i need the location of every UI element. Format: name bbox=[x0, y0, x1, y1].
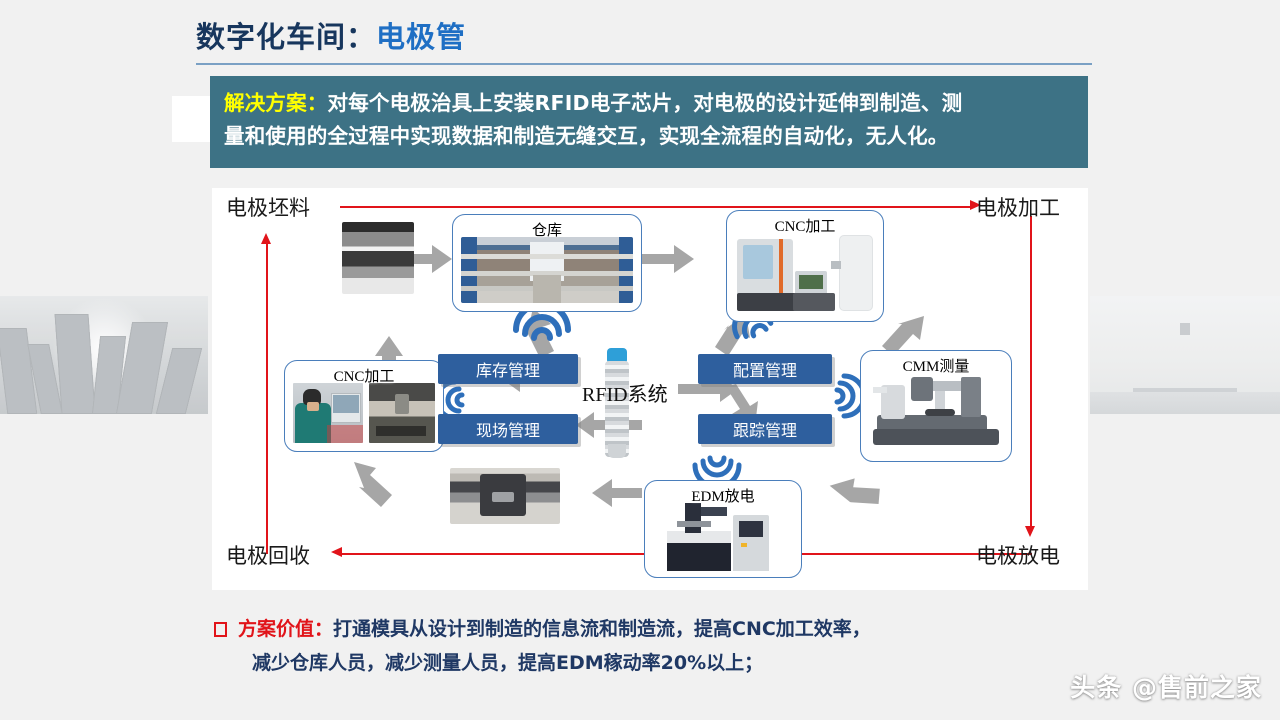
flow-arrow-bottom-left bbox=[331, 547, 342, 557]
card-cnc-machining-left[interactable]: CNC加工 bbox=[284, 360, 444, 452]
flow-arrow-top-right bbox=[970, 200, 981, 210]
card-warehouse-caption: 仓库 bbox=[531, 221, 562, 239]
photo-cnc-operator bbox=[293, 383, 363, 443]
photo-cnc-machine bbox=[735, 231, 875, 313]
solution-banner: 解决方案：对每个电极治具上安装RFID电子芯片，对电极的设计延伸到制造、测量和使… bbox=[210, 76, 1088, 168]
module-inventory-management[interactable]: 库存管理 bbox=[438, 354, 578, 384]
card-edm-discharge[interactable]: EDM放电 bbox=[644, 480, 802, 578]
card-cmm-measurement[interactable]: CMM测量 bbox=[860, 350, 1012, 462]
module-tracking-management[interactable]: 跟踪管理 bbox=[698, 414, 832, 444]
bullet-square-icon bbox=[214, 622, 227, 637]
photo-cnc-spindle bbox=[369, 383, 435, 443]
value-line-1: 方案价值：打通模具从设计到制造的信息流和制造流，提高CNC加工效率， bbox=[214, 612, 1114, 646]
module-site-management[interactable]: 现场管理 bbox=[438, 414, 578, 444]
value-head: 方案价值： bbox=[238, 618, 334, 640]
card-edm-caption: EDM放电 bbox=[691, 489, 755, 505]
background-image-skyscrapers bbox=[0, 296, 208, 414]
value-line-2: 减少仓库人员，减少测量人员，提高EDM稼动率20%以上； bbox=[252, 652, 764, 674]
card-warehouse[interactable]: 仓库 bbox=[452, 214, 642, 312]
value-body-1: 打通模具从设计到制造的信息流和制造流，提高CNC加工效率， bbox=[333, 618, 871, 640]
flow-arrow-top-left bbox=[261, 233, 271, 244]
process-diagram: 电极坯料 电极加工 电极回收 电极放电 bbox=[212, 188, 1088, 590]
rfid-system-label: RFID系统 bbox=[582, 384, 668, 406]
card-cnc-top-caption: CNC加工 bbox=[774, 219, 836, 235]
flow-line-top bbox=[340, 206, 972, 208]
flow-line-right bbox=[1030, 216, 1032, 528]
value-summary: 方案价值：打通模具从设计到制造的信息流和制造流，提高CNC加工效率， 减少仓库人… bbox=[214, 612, 1114, 680]
temple-platform bbox=[1090, 392, 1280, 414]
module-tracking-label: 跟踪管理 bbox=[732, 421, 797, 440]
slide-header: 数字化车间：电极管 bbox=[196, 14, 1096, 65]
banner-offset-block bbox=[172, 96, 216, 142]
page-title-main: 数字化车间： bbox=[196, 20, 377, 54]
page-title: 数字化车间：电极管 bbox=[196, 14, 1096, 56]
flow-label-top-left: 电极坯料 bbox=[226, 196, 310, 220]
solution-banner-line2: 量和使用的全过程中实现数据和制造无缝交互，实现全流程的自动化，无人化。 bbox=[224, 124, 949, 148]
rfid-tag-icon bbox=[600, 348, 634, 460]
page-title-accent: 电极管 bbox=[376, 20, 467, 54]
card-cmm-caption: CMM测量 bbox=[902, 359, 970, 375]
background-image-temple-of-heaven bbox=[1090, 296, 1280, 414]
flow-label-bottom-right: 电极放电 bbox=[976, 544, 1060, 568]
photo-warehouse-racks bbox=[461, 237, 633, 303]
card-cnc-left-caption: CNC加工 bbox=[333, 369, 395, 385]
module-config-management[interactable]: 配置管理 bbox=[698, 354, 832, 384]
module-config-label: 配置管理 bbox=[732, 361, 797, 380]
solution-banner-text: 解决方案：对每个电极治具上安装RFID电子芯片，对电极的设计延伸到制造、测量和使… bbox=[224, 87, 1074, 153]
module-site-label: 现场管理 bbox=[475, 421, 540, 440]
card-cnc-machining-top[interactable]: CNC加工 bbox=[726, 210, 884, 322]
watermark: 头条 @售前之家 bbox=[1070, 673, 1262, 702]
flow-label-top-right: 电极加工 bbox=[976, 196, 1060, 220]
title-underline bbox=[196, 63, 1092, 65]
module-inventory-label: 库存管理 bbox=[475, 361, 540, 380]
flow-arrow-bottom-right bbox=[1025, 526, 1035, 537]
photo-cmm-machine bbox=[871, 373, 1001, 453]
photo-edm-machine bbox=[655, 501, 791, 571]
flow-label-bottom-left: 电极回收 bbox=[226, 544, 310, 568]
photo-electrode-fixture-used bbox=[450, 468, 560, 524]
solution-banner-line1: 对每个电极治具上安装RFID电子芯片，对电极的设计延伸到制造、测 bbox=[327, 91, 963, 115]
photo-electrode-fixture-blank bbox=[342, 222, 414, 294]
flow-line-left bbox=[266, 244, 268, 554]
decorative-tower bbox=[54, 314, 96, 414]
solution-banner-lead: 解决方案： bbox=[224, 91, 328, 115]
